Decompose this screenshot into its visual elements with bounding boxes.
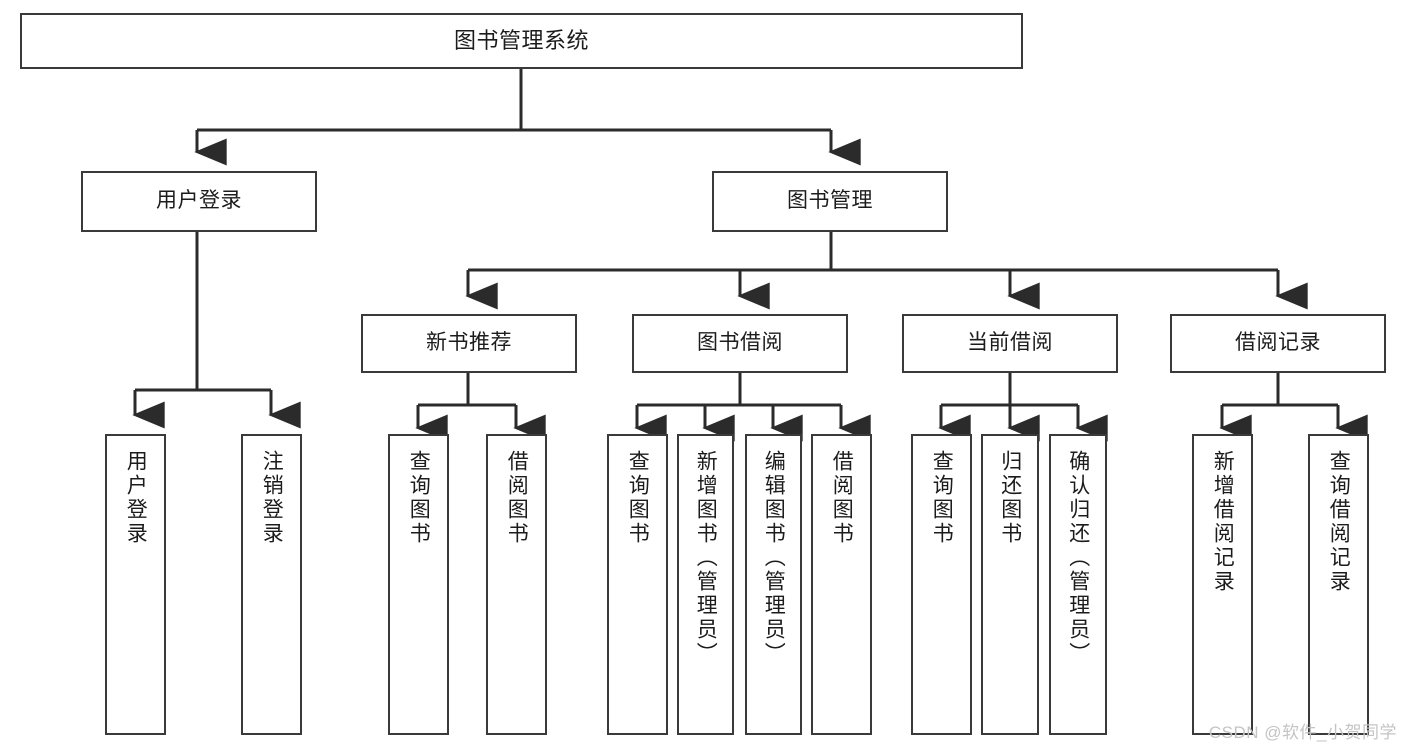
leaf-label: 查询借阅记录 — [1327, 450, 1351, 594]
leaf-logout-login[interactable]: 注销登录 — [241, 434, 302, 735]
leaf-label: 用户登录 — [124, 450, 148, 546]
leaf-query-book-borrow[interactable]: 查询图书 — [607, 434, 668, 735]
leaf-label: 注销登录 — [260, 450, 284, 546]
leaf-label: 新增借阅记录 — [1211, 450, 1235, 594]
leaf-confirm-return-admin[interactable]: 确认归还（管理员） — [1049, 434, 1107, 735]
leaf-label: 查询图书 — [930, 450, 954, 546]
leaf-edit-book-admin[interactable]: 编辑图书（管理员） — [745, 434, 802, 735]
leaf-label: 借阅图书 — [505, 450, 529, 546]
node-book-borrow[interactable]: 图书借阅 — [632, 314, 848, 373]
leaf-label: 编辑图书（管理员） — [762, 450, 786, 666]
leaf-return-book[interactable]: 归还图书 — [981, 434, 1039, 735]
node-current-borrow[interactable]: 当前借阅 — [902, 314, 1118, 373]
node-root-system[interactable]: 图书管理系统 — [20, 13, 1023, 69]
node-user-login[interactable]: 用户登录 — [81, 171, 317, 232]
leaf-label: 借阅图书 — [830, 450, 854, 546]
csdn-watermark: CSDN @软件_小贺同学 — [1208, 723, 1397, 742]
node-label: 新书推荐 — [426, 331, 512, 355]
node-label: 当前借阅 — [967, 331, 1053, 355]
leaf-add-book-admin[interactable]: 新增图书（管理员） — [677, 434, 734, 735]
node-label: 图书管理 — [787, 189, 873, 213]
node-label: 用户登录 — [156, 189, 242, 213]
leaf-query-borrow-record[interactable]: 查询借阅记录 — [1308, 434, 1369, 735]
leaf-add-borrow-record[interactable]: 新增借阅记录 — [1192, 434, 1253, 735]
node-label: 借阅记录 — [1235, 331, 1321, 355]
leaf-label: 确认归还（管理员） — [1066, 450, 1090, 666]
leaf-label: 归还图书 — [998, 450, 1022, 546]
leaf-label: 新增图书（管理员） — [694, 450, 718, 666]
leaf-label: 查询图书 — [626, 450, 650, 546]
leaf-query-book-current[interactable]: 查询图书 — [911, 434, 972, 735]
leaf-query-book-recommend[interactable]: 查询图书 — [388, 434, 449, 735]
node-borrow-record[interactable]: 借阅记录 — [1170, 314, 1386, 373]
node-book-management[interactable]: 图书管理 — [712, 171, 948, 232]
node-new-book-recommend[interactable]: 新书推荐 — [361, 314, 577, 373]
leaf-user-login[interactable]: 用户登录 — [105, 434, 166, 735]
leaf-borrow-book-recommend[interactable]: 借阅图书 — [486, 434, 547, 735]
node-label: 图书借阅 — [697, 331, 783, 355]
leaf-label: 查询图书 — [407, 450, 431, 546]
leaf-borrow-book[interactable]: 借阅图书 — [811, 434, 872, 735]
node-label: 图书管理系统 — [453, 28, 589, 54]
